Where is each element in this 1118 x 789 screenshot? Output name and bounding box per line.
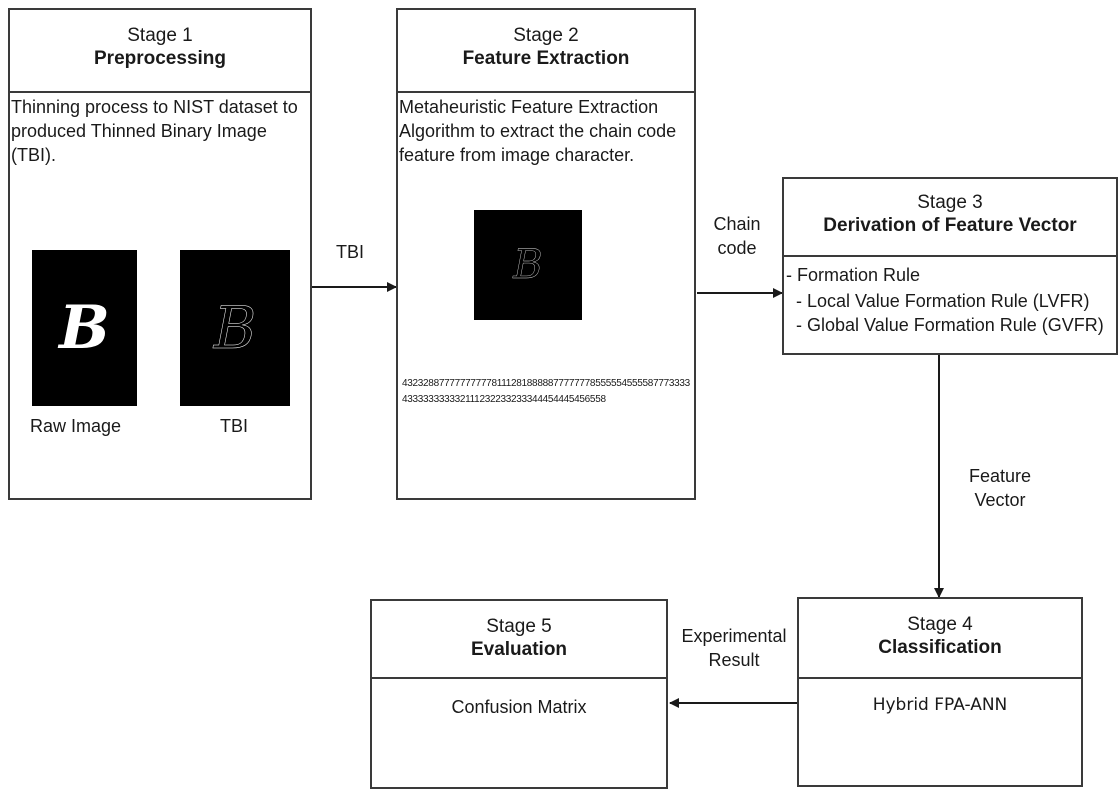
arrow-2-3-label-line2: code bbox=[717, 238, 757, 258]
arrow-4-5-label: Experimental Result bbox=[672, 624, 796, 672]
arrow-3-4-label: Feature Vector bbox=[950, 464, 1050, 512]
stage3-item-0: - Formation Rule bbox=[786, 265, 921, 285]
arrow-2-3-label-line1: Chain bbox=[713, 214, 761, 234]
stage2-box: Stage 2 Feature Extraction Metaheuristic… bbox=[396, 8, 696, 500]
tbi-image: B bbox=[180, 250, 290, 406]
stage3-item-2: - Global Value Formation Rule (GVFR) bbox=[796, 315, 1104, 335]
tbi-caption: TBI bbox=[220, 416, 249, 436]
stage2-description: Metaheuristic Feature Extraction Algorit… bbox=[399, 97, 677, 165]
stage5-title: Evaluation bbox=[470, 639, 568, 660]
raw-image-glyph: B bbox=[59, 293, 110, 363]
stage1-box: Stage 1 Preprocessing Thinning process t… bbox=[8, 8, 312, 500]
stage5-header: Stage 5 Evaluation bbox=[372, 601, 666, 679]
arrow-4-5-label-line2: Result bbox=[708, 650, 760, 670]
stage1-title: Preprocessing bbox=[94, 48, 226, 69]
raw-image-caption: Raw Image bbox=[30, 416, 122, 436]
stage4-label: Stage 4 bbox=[907, 614, 973, 635]
stage2-header: Stage 2 Feature Extraction bbox=[398, 10, 694, 93]
stage2-title: Feature Extraction bbox=[462, 48, 630, 69]
stage1-description: Thinning process to NIST dataset to prod… bbox=[11, 97, 298, 165]
arrow-3-4-label-line2: Vector bbox=[974, 490, 1026, 510]
stage4-body: Hybrid FPA-ANN bbox=[872, 695, 1008, 715]
stage3-item-1: - Local Value Formation Rule (LVFR) bbox=[796, 291, 1090, 311]
stage5-label: Stage 5 bbox=[486, 616, 552, 637]
arrow-2-3-label: Chain code bbox=[707, 212, 767, 260]
stage4-box: Stage 4 Classification Hybrid FPA-ANN bbox=[797, 597, 1083, 787]
stage4-header: Stage 4 Classification bbox=[799, 599, 1081, 679]
stage1-header: Stage 1 Preprocessing bbox=[10, 10, 310, 93]
stage3-label: Stage 3 bbox=[917, 192, 983, 213]
stage5-box: Stage 5 Evaluation Confusion Matrix bbox=[370, 599, 668, 789]
stage1-label: Stage 1 bbox=[127, 25, 193, 46]
chain-code-text: 4323288777777777781112818888877777778555… bbox=[402, 378, 690, 405]
arrow-1-2-label: TBI bbox=[336, 242, 365, 262]
arrow-3-4-label-line1: Feature bbox=[968, 466, 1032, 486]
stage3-box: Stage 3 Derivation of Feature Vector - F… bbox=[782, 177, 1118, 355]
raw-image: B bbox=[32, 250, 137, 406]
stage2-image: B bbox=[474, 210, 582, 320]
stage2-label: Stage 2 bbox=[513, 25, 579, 46]
stage3-header: Stage 3 Derivation of Feature Vector bbox=[784, 179, 1116, 257]
stage3-title: Derivation of Feature Vector bbox=[823, 215, 1077, 236]
arrow-4-5-label-line1: Experimental bbox=[681, 626, 787, 646]
tbi-image-glyph: B bbox=[213, 294, 257, 363]
stage4-title: Classification bbox=[878, 637, 1002, 658]
stage5-body: Confusion Matrix bbox=[451, 697, 587, 717]
stage2-image-glyph: B bbox=[513, 242, 543, 288]
